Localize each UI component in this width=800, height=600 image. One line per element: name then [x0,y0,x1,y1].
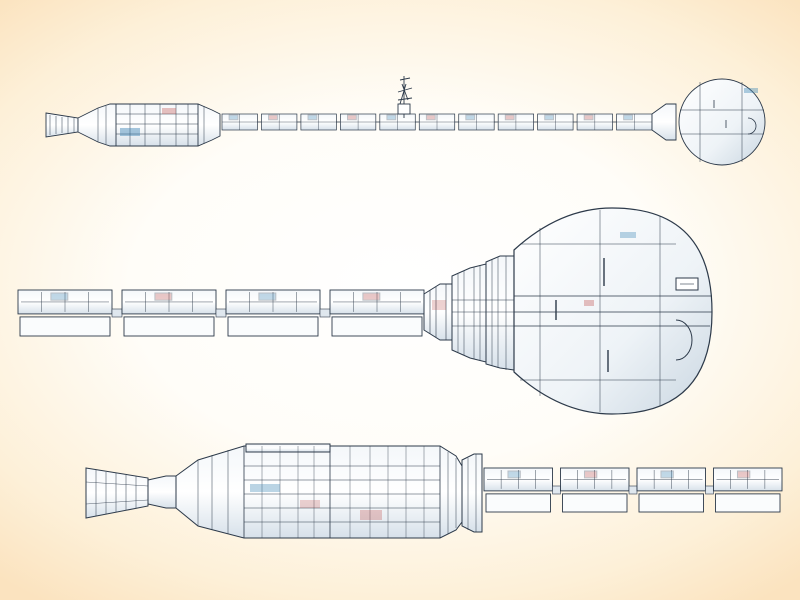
spine-module-row [483,467,783,513]
propulsion-hull [77,103,221,147]
aft-section-closeup [85,443,783,539]
cargo-module [221,113,258,131]
sphere-neck [651,103,677,141]
spine-module-row [221,113,653,131]
forward-section-closeup [17,207,713,415]
truss-collar [423,283,453,341]
cargo-module [340,113,377,131]
cargo-module [225,289,331,337]
cargo-module [379,113,416,131]
antenna-icon [397,76,413,118]
cargo-module [261,113,298,131]
cargo-module [458,113,495,131]
top-view-full-ship [45,76,766,166]
engine-nozzle-icon [85,467,177,519]
command-sphere-icon [513,207,713,415]
cargo-module [560,467,638,513]
cargo-module [17,289,123,337]
propulsion-hull [175,443,463,539]
spine-module-row [17,289,425,337]
cargo-module [418,113,456,131]
cargo-module [576,113,613,131]
cargo-module [497,113,534,131]
command-sphere-icon [678,78,766,166]
cargo-module [537,113,574,131]
cargo-module [483,467,561,513]
cargo-module [636,467,714,513]
cargo-module [713,467,783,513]
engine-nozzle-icon [45,112,79,138]
sphere-neck [451,255,515,371]
truss-collar [461,453,483,533]
cargo-module [329,289,425,337]
cargo-module [121,289,227,337]
cargo-module [300,113,337,131]
cargo-module [616,113,653,131]
